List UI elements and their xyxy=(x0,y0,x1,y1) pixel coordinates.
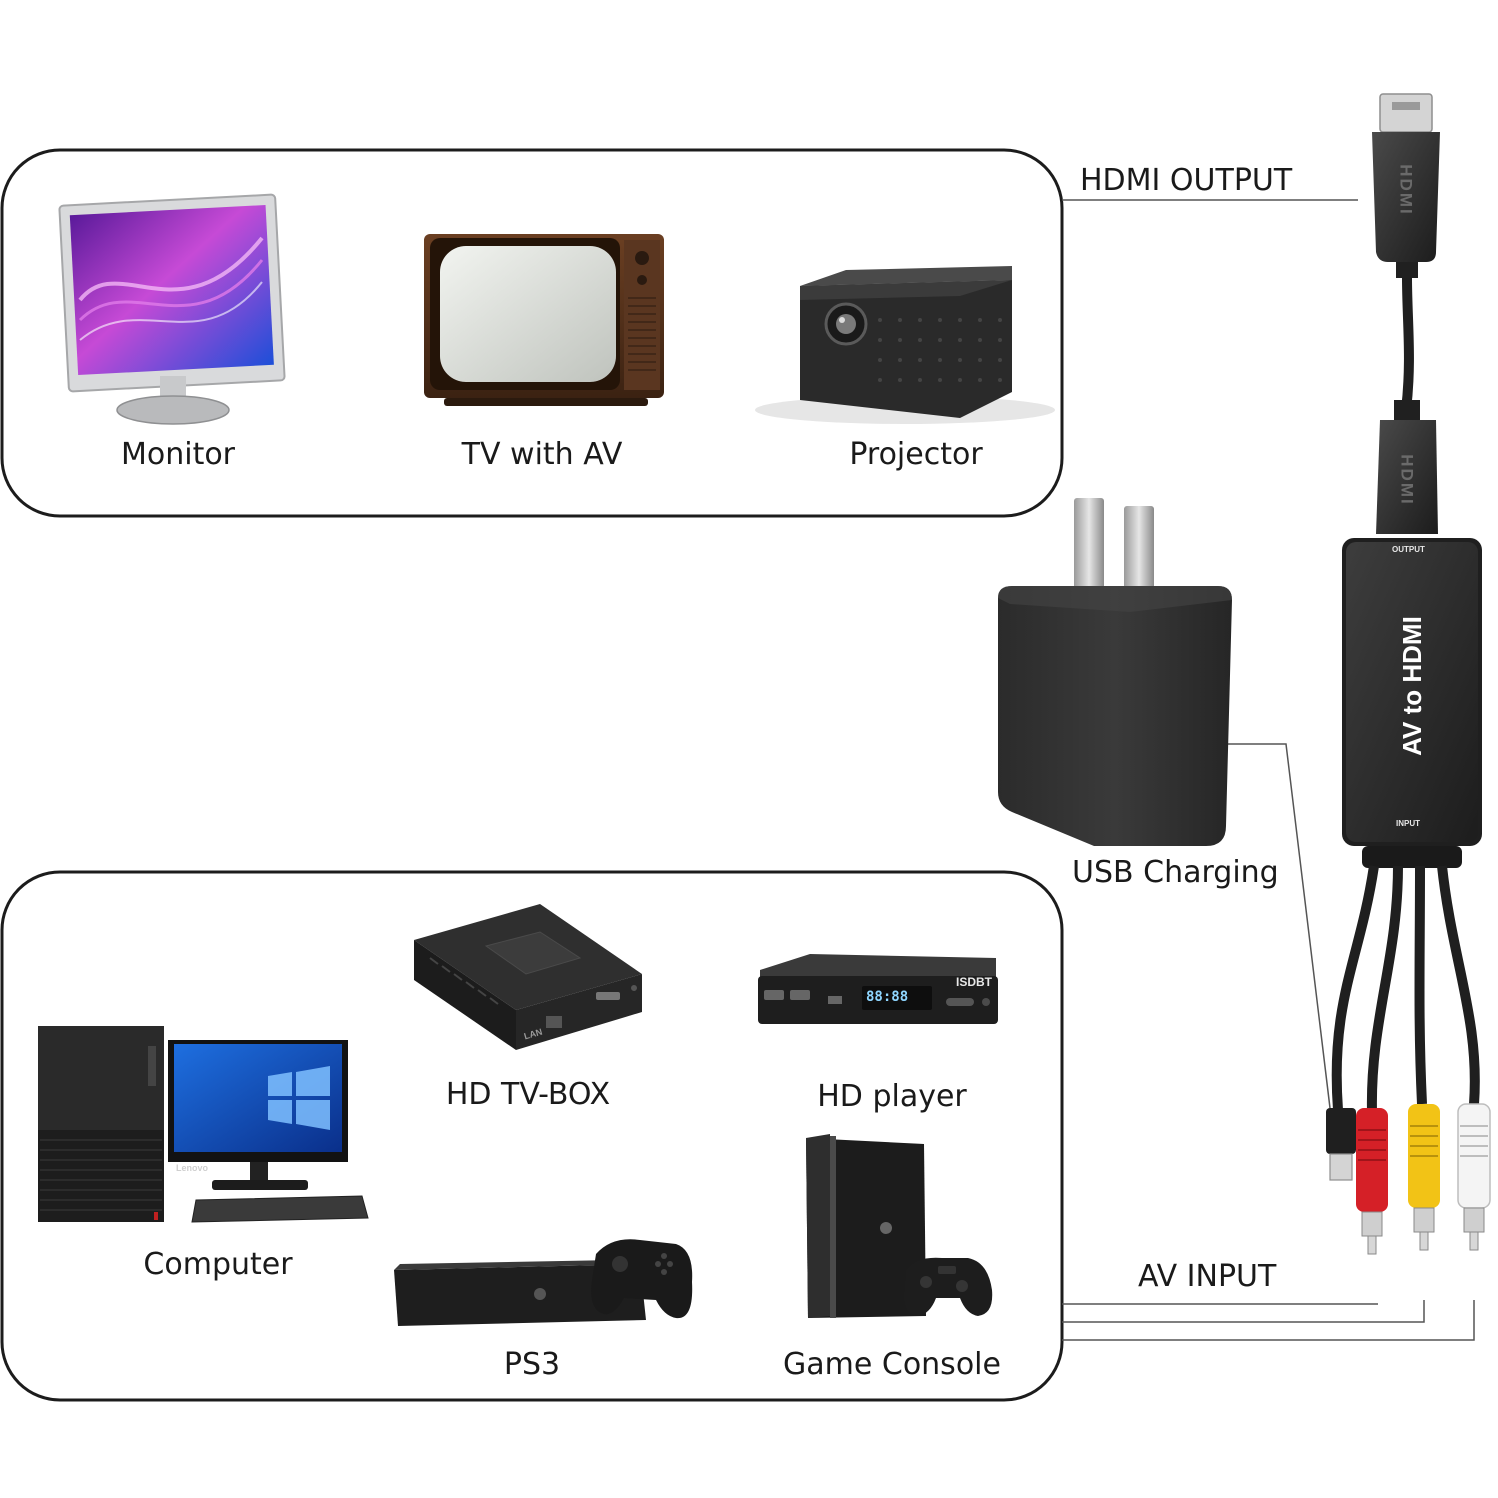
adapter-output-port-label: OUTPUT xyxy=(1392,545,1425,554)
yellow-cable xyxy=(1414,865,1427,1105)
red-cable xyxy=(1366,865,1403,1113)
monitor-icon xyxy=(58,193,286,425)
hd-tv-box-label: HD TV-BOX xyxy=(445,1077,611,1112)
hd-player-icon xyxy=(758,954,998,1024)
game-console-label: Game Console xyxy=(783,1347,1001,1382)
player-display-text: 88:88 xyxy=(866,989,909,1005)
computer-label: Computer xyxy=(143,1247,293,1282)
top-plug-hdmi-mark: HDMI xyxy=(1396,164,1416,216)
av-to-hdmi-adapter xyxy=(1326,93,1491,1255)
av-input-leader-line-3 xyxy=(1062,1300,1475,1341)
output-devices-panel xyxy=(0,148,1064,518)
tv-with-av-label: TV with AV xyxy=(461,437,623,472)
ps3-label: PS3 xyxy=(503,1347,561,1382)
av-input-label: AV INPUT xyxy=(1138,1259,1277,1294)
white-cable xyxy=(1437,865,1480,1105)
console-playstation-icon xyxy=(806,1134,993,1318)
tv-box-icon xyxy=(414,904,642,1050)
middle-plug-hdmi-mark: HDMI xyxy=(1397,454,1417,506)
player-brand-text: ISDBT xyxy=(956,975,992,989)
usb-charging-label: USB Charging xyxy=(1072,855,1279,890)
console-xbox-icon xyxy=(394,1239,693,1326)
projector-icon xyxy=(755,266,1055,424)
computer-icon xyxy=(38,1026,369,1223)
usb-cable xyxy=(1331,865,1379,1111)
monitor-brand-text: Lenovo xyxy=(176,1163,209,1173)
crt-tv-icon xyxy=(424,234,664,406)
adapter-title: AV to HDMI xyxy=(1397,616,1427,756)
adapter-input-port-label: INPUT xyxy=(1396,819,1420,828)
projector-label: Projector xyxy=(849,437,983,472)
usb-charging-leader-line xyxy=(1228,743,1331,1109)
av-input-leader-line-2 xyxy=(1062,1300,1425,1323)
hdmi-output-label: HDMI OUTPUT xyxy=(1080,163,1293,198)
usb-charger-icon xyxy=(998,498,1232,846)
monitor-label: Monitor xyxy=(120,437,236,472)
input-devices-panel xyxy=(0,870,1064,1402)
hd-player-label: HD player xyxy=(817,1079,967,1114)
